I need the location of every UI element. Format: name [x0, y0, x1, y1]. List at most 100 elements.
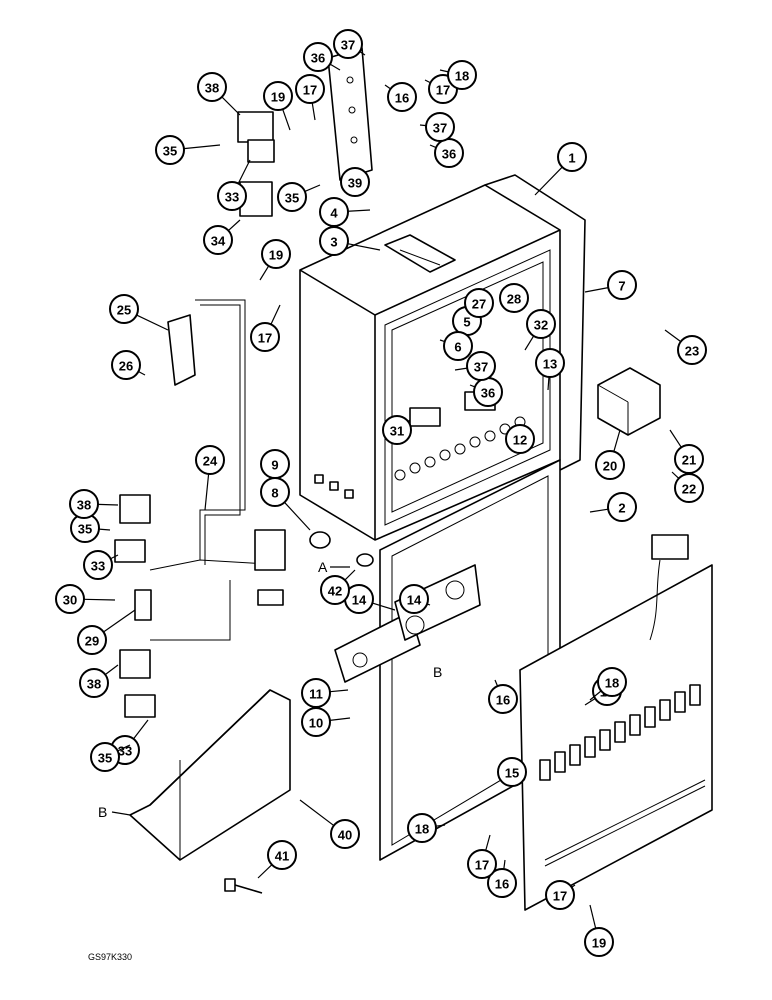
callout-38: 38	[197, 72, 241, 116]
callout-leader	[584, 698, 596, 706]
callout-circle	[109, 294, 139, 324]
callout-circle	[340, 167, 370, 197]
callout-4: 4	[319, 197, 371, 227]
callout-leader	[83, 598, 116, 601]
callout-number: 37	[474, 360, 488, 375]
callout-leader	[359, 51, 366, 56]
callout-leader	[419, 124, 427, 127]
callout-leader	[97, 503, 119, 506]
mounting-plates	[334, 564, 481, 683]
callout-leader	[204, 473, 210, 511]
callout-33: 33	[83, 550, 119, 580]
callout-37: 37	[333, 29, 366, 59]
callout-leader	[104, 664, 119, 676]
relay-20	[597, 367, 661, 436]
callout-25: 25	[109, 294, 169, 331]
callout-34: 34	[203, 219, 241, 255]
callout-19: 19	[263, 81, 293, 131]
callout-number: 30	[63, 593, 77, 608]
callout-number: 2	[618, 501, 625, 516]
callout-leader	[347, 243, 381, 251]
callout-circle	[499, 283, 529, 313]
callout-18: 18	[407, 813, 446, 843]
callout-number: 20	[603, 459, 617, 474]
callout-number: 33	[225, 190, 239, 205]
callout-leader	[547, 376, 550, 391]
callout-leader	[227, 219, 241, 232]
callout-number: 12	[513, 433, 527, 448]
callout-circle	[263, 81, 293, 111]
callout-number: 24	[203, 454, 218, 469]
callout-18: 18	[439, 60, 477, 90]
callout-40: 40	[299, 799, 360, 849]
callout-32: 32	[524, 309, 556, 351]
callout-number: 13	[543, 357, 557, 372]
reference-line-b	[111, 811, 131, 816]
callout-circle	[277, 182, 307, 212]
plug-42	[356, 553, 374, 567]
callout-number: 23	[685, 344, 699, 359]
callout-circle	[526, 309, 556, 339]
callout-24: 24	[195, 445, 225, 511]
callout-37: 37	[454, 351, 496, 381]
callout-number: 29	[85, 634, 99, 649]
callout-circle	[195, 445, 225, 475]
top-plate	[327, 47, 373, 181]
callout-circle	[261, 239, 291, 269]
callout-leader	[221, 96, 241, 116]
callout-number: 17	[436, 83, 450, 98]
callout-35: 35	[70, 513, 111, 543]
callout-36: 36	[303, 42, 341, 72]
callout-leader	[284, 501, 311, 531]
callout-circle	[319, 197, 349, 227]
callout-41: 41	[257, 840, 297, 879]
callout-leader	[429, 144, 437, 149]
callout-circle	[443, 331, 473, 361]
callout-16: 16	[487, 859, 517, 898]
callout-11: 11	[301, 678, 349, 708]
callout-number: 15	[505, 766, 519, 781]
callout-number: 17	[303, 83, 317, 98]
callout-39: 39	[340, 167, 370, 197]
callout-37: 37	[419, 112, 455, 142]
callout-19: 19	[584, 904, 614, 957]
callout-leader	[329, 717, 351, 721]
callout-36: 36	[429, 138, 464, 168]
relay-34	[239, 181, 273, 217]
callout-circle	[77, 625, 107, 655]
callout-number: 16	[495, 877, 509, 892]
callout-leader	[282, 109, 291, 131]
callout-number: 16	[496, 693, 510, 708]
callout-leader	[138, 370, 146, 376]
callout-circle	[407, 813, 437, 843]
callout-29: 29	[77, 609, 136, 655]
callout-leader	[237, 159, 251, 184]
callout-circle	[382, 415, 412, 445]
callout-number: 19	[592, 936, 606, 951]
callout-number: 40	[338, 828, 352, 843]
callout-number: 37	[341, 38, 355, 53]
callout-leader	[98, 528, 111, 531]
callout-leader	[439, 69, 449, 73]
callout-number: 22	[682, 482, 696, 497]
cable-connector	[649, 534, 689, 641]
callout-number: 18	[455, 69, 469, 84]
callout-circle	[333, 29, 363, 59]
callout-6: 6	[439, 331, 473, 361]
reference-letter-b2: B	[98, 804, 107, 820]
callout-leader	[669, 429, 682, 448]
callout-number: 1	[568, 151, 575, 166]
callout-leader	[589, 904, 597, 929]
callout-8: 8	[260, 477, 311, 531]
callout-number: 14	[352, 593, 367, 608]
callout-circle	[557, 142, 587, 172]
callout-leader	[613, 429, 621, 452]
callout-number: 14	[407, 593, 422, 608]
callout-leader	[304, 184, 321, 193]
callout-circle	[320, 575, 350, 605]
callout-leader	[103, 609, 136, 633]
bracket-25	[167, 314, 196, 386]
callout-number: 38	[87, 677, 101, 692]
callout-circle	[267, 840, 297, 870]
